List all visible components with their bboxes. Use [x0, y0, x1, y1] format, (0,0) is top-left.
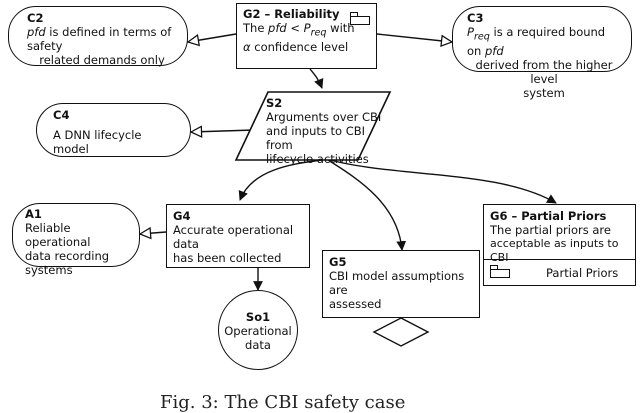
- c4-context: C4 A DNN lifecycle model: [36, 103, 191, 157]
- a1-line1: Reliable operational: [25, 221, 91, 249]
- c2-line1: pfd is defined in terms of safety: [27, 25, 172, 53]
- link-s2-g4: [238, 159, 323, 201]
- g6-separator: [484, 259, 635, 260]
- a1-line2: data recording systems: [25, 249, 110, 277]
- link-g2-s2: [309, 68, 324, 89]
- c3-context: C3 Preq is a required bound on pfd deriv…: [452, 6, 632, 100]
- so1-id: So1: [245, 310, 271, 324]
- g4-line1: Accurate operational data: [173, 223, 294, 251]
- g2-id: G2 – Reliability: [243, 7, 340, 21]
- g6-id: G6 – Partial Priors: [490, 209, 607, 223]
- g5-line2: assessed: [329, 297, 382, 311]
- link-s2-g6: [329, 159, 557, 204]
- c2-context: C2 pfd is defined in terms of safety rel…: [8, 6, 188, 67]
- g6-goal: G6 – Partial Priors The partial priors a…: [483, 204, 636, 286]
- g2-goal: G2 – Reliability The pfd < Preq with α c…: [236, 3, 377, 69]
- s2-line3: lifecycle activities: [266, 152, 369, 166]
- c4-id: C4: [53, 108, 70, 122]
- s2-strategy: S2 Arguments over CBI and inputs to CBI …: [266, 96, 386, 166]
- c4-text: A DNN lifecycle model: [53, 128, 142, 156]
- g2-line1: The pfd < Preq with: [243, 21, 355, 39]
- g2-line2: α confidence level: [243, 40, 349, 55]
- link-g2-c3: [376, 33, 452, 42]
- g5-id: G5: [329, 255, 347, 269]
- c2-line2: related demands only: [39, 53, 165, 67]
- g6-line1: The partial priors are: [490, 223, 611, 237]
- s2-line1: Arguments over CBI: [266, 110, 382, 124]
- c2-id: C2: [27, 11, 44, 25]
- c3-line1: Preq is a required bound on pfd: [467, 25, 606, 59]
- so1-line1: Operational: [224, 324, 292, 338]
- link-s2-c4: [191, 130, 255, 132]
- a1-id: A1: [25, 207, 42, 221]
- link-g2-c2: [188, 33, 237, 42]
- g2-module-icon: [349, 12, 370, 25]
- g4-goal: G4 Accurate operational data has been co…: [166, 204, 310, 268]
- diagram-connectors: [0, 33, 557, 347]
- g5-line1: CBI model assumptions are: [329, 269, 465, 297]
- s2-id: S2: [266, 96, 283, 110]
- s2-parallelogram: [234, 91, 392, 161]
- g4-id: G4: [173, 209, 191, 223]
- c3-line2: derived from the higher level: [475, 58, 613, 87]
- g4-line2: has been collected: [173, 251, 282, 265]
- so1-solution: So1 Operational data: [218, 290, 298, 370]
- g5-goal: G5 CBI model assumptions are assessed: [322, 250, 480, 318]
- link-g4-a1: [140, 232, 167, 234]
- link-s2-g5: [327, 159, 407, 251]
- a1-assumption: A1 Reliable operational data recording s…: [12, 203, 140, 277]
- g6-module-label: Partial Priors: [546, 266, 619, 280]
- g6-module-icon: [489, 265, 510, 278]
- g5-undeveloped-diamond: [372, 317, 430, 347]
- s2-line2: and inputs to CBI from: [266, 124, 366, 152]
- g6-line2: acceptable as inputs to CBI: [490, 237, 619, 264]
- c3-id: C3: [467, 11, 484, 25]
- so1-line2: data: [245, 338, 271, 352]
- c3-line3: system: [523, 86, 565, 101]
